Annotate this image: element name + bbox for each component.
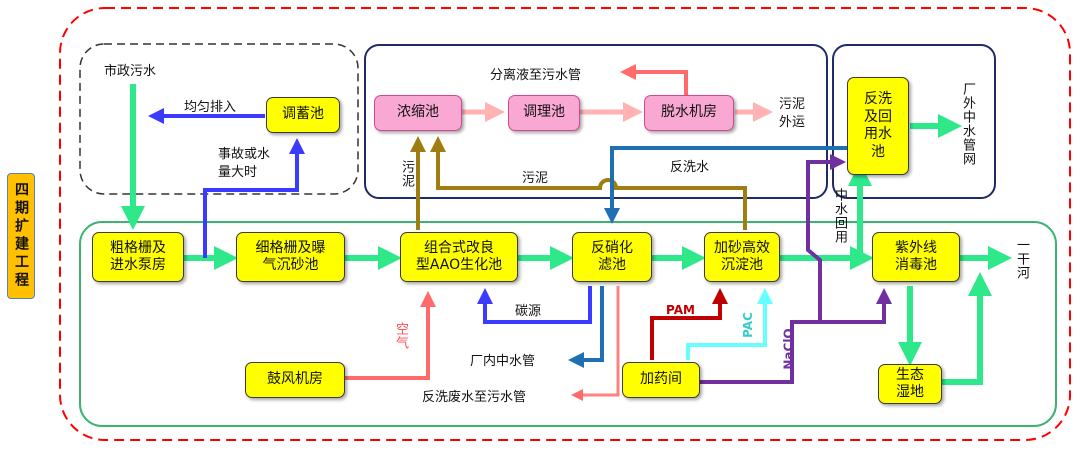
- thickening-tank-label: 浓缩池: [397, 104, 439, 121]
- aao-bioreactor-label: 组合式改良 型AAO生化池: [415, 239, 503, 274]
- pam-label: PAM: [666, 303, 695, 317]
- blower-room-label: 鼓风机房: [267, 371, 323, 388]
- pac-label: PAC: [740, 312, 755, 338]
- thickening-tank-node: 浓缩池: [374, 95, 462, 131]
- coarse-screen-pump-node: 粗格栅及 进水泵房: [92, 232, 184, 282]
- sludge-frame: [364, 44, 828, 199]
- yigan-river-label: 一干河: [1014, 238, 1029, 280]
- reuse-frame: [832, 44, 996, 199]
- blower-room-node: 鼓风机房: [245, 362, 345, 398]
- municipal-sewage-label: 市政污水: [104, 64, 157, 79]
- in-plant-reclaimed-label: 厂内中水管: [470, 354, 536, 369]
- emergency-label: 事故或水 量大时: [218, 147, 271, 180]
- sludge-transport-label: 污泥 外运: [779, 97, 806, 130]
- regulation-tank-label: 调蓄池: [282, 106, 324, 123]
- conditioning-tank-label: 调理池: [523, 104, 565, 121]
- sludge-horizontal-label: 污泥: [522, 171, 549, 186]
- dosing-room-label: 加药间: [640, 371, 682, 388]
- sludge-vertical-label: 污泥: [399, 160, 414, 188]
- coarse-screen-pump-label: 粗格栅及 进水泵房: [110, 239, 166, 274]
- regulation-tank-node: 调蓄池: [266, 97, 340, 133]
- outer-dashed-frame: [59, 7, 1071, 441]
- dewatering-room-label: 脱水机房: [661, 104, 717, 121]
- phase-four-label: 四期扩建工程: [7, 173, 35, 299]
- fine-screen-grit-node: 细格栅及曝 气沉砂池: [236, 232, 345, 282]
- denitrification-filter-node: 反硝化 滤池: [572, 232, 652, 282]
- backwash-reuse-tank-label: 反洗 及回 用水 池: [864, 91, 892, 160]
- sand-ballasted-clarifier-node: 加砂高效 沉淀池: [704, 232, 780, 282]
- aao-bioreactor-node: 组合式改良 型AAO生化池: [400, 232, 518, 282]
- carbon-source-label: 碳源: [515, 304, 542, 319]
- conditioning-tank-node: 调理池: [508, 95, 580, 131]
- reclaimed-water-reuse-label: 中水回用: [832, 188, 847, 244]
- backwash-water-label: 反洗水: [670, 160, 710, 175]
- ecological-wetland-node: 生态 湿地: [878, 364, 942, 404]
- uv-disinfection-node: 紫外线 消毒池: [872, 232, 960, 282]
- external-reuse-network-label: 厂外中水管网: [960, 82, 975, 166]
- backwash-waste-label: 反洗废水至污水管: [422, 390, 527, 405]
- dewatering-room-node: 脱水机房: [644, 95, 734, 131]
- sand-ballasted-clarifier-label: 加砂高效 沉淀池: [714, 239, 770, 274]
- municipal-frame: [79, 43, 359, 195]
- ecological-wetland-label: 生态 湿地: [896, 366, 924, 401]
- uniform-discharge-label: 均匀排入: [184, 100, 237, 115]
- naclo-label: NaClO: [781, 328, 796, 370]
- fine-screen-grit-label: 细格栅及曝 气沉砂池: [255, 239, 326, 274]
- separation-liquid-label: 分离液至污水管: [490, 68, 582, 83]
- dosing-room-node: 加药间: [622, 362, 700, 398]
- backwash-reuse-tank-node: 反洗 及回 用水 池: [847, 77, 909, 175]
- denitrification-filter-label: 反硝化 滤池: [591, 239, 633, 274]
- air-label: 空气: [393, 322, 408, 350]
- main-process-frame: [79, 221, 1057, 427]
- uv-disinfection-label: 紫外线 消毒池: [895, 239, 937, 274]
